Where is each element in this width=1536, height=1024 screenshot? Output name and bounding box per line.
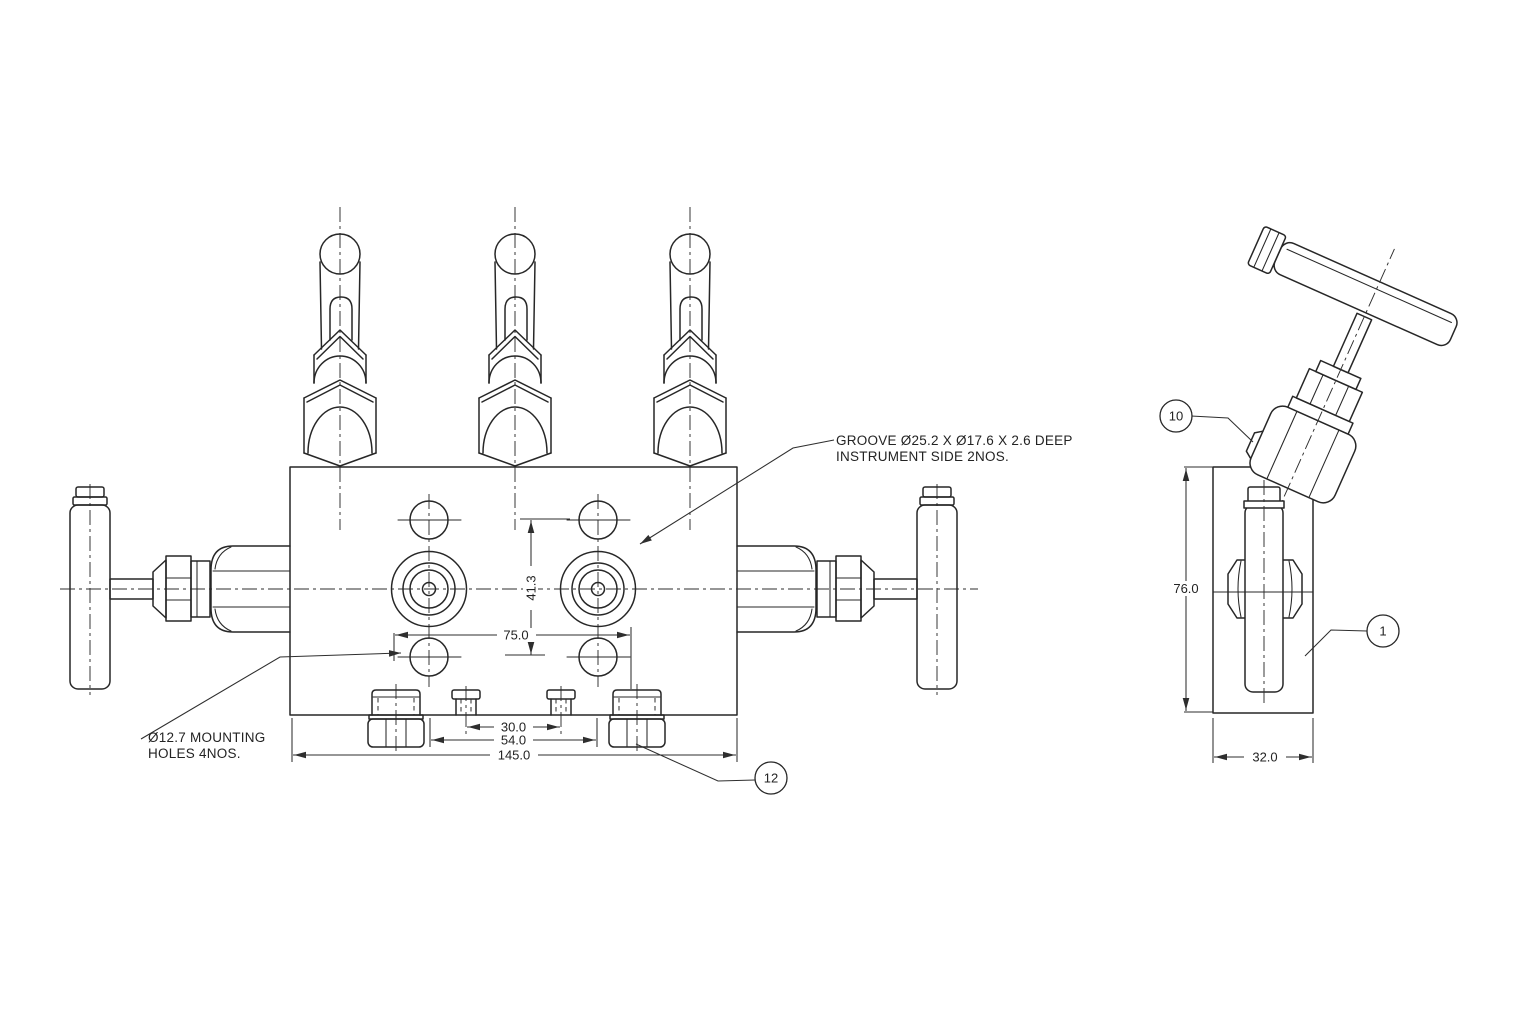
dim-text-75-0: 75.0: [503, 628, 528, 643]
groove-annotation: GROOVE Ø25.2 X Ø17.6 X 2.6 DEEP INSTRUME…: [639, 433, 1073, 545]
manifold-body: [289, 466, 738, 716]
dimension-54-0: 54.0: [429, 718, 598, 748]
dim-text-76-0: 76.0: [1173, 581, 1198, 596]
balloon-12: 12: [635, 743, 788, 795]
side-valve-left: [69, 483, 291, 696]
dim-text-32-0: 32.0: [1252, 750, 1277, 765]
balloon-1: 1: [1304, 614, 1400, 657]
dimension-30-0: 30.0: [467, 720, 560, 735]
side-view: 76.0 32.0 10 1: [1159, 226, 1458, 765]
dim-text-145-0: 145.0: [498, 748, 531, 763]
groove-note-line1: GROOVE Ø25.2 X Ø17.6 X 2.6 DEEP: [836, 433, 1073, 448]
balloon-10: 10: [1159, 399, 1254, 443]
dimension-145-0: 145.0: [291, 718, 738, 763]
angled-valve: [1245, 226, 1458, 521]
front-view: 41.3 75.0 30.0: [60, 206, 1073, 795]
mounting-note-line1: Ø12.7 MOUNTING: [148, 730, 266, 745]
groove-note-line2: INSTRUMENT SIDE 2NOS.: [836, 449, 1009, 464]
dimension-32-0: 32.0: [1212, 718, 1314, 765]
dim-text-30-0: 30.0: [501, 720, 526, 735]
balloon-10-label: 10: [1169, 409, 1183, 424]
balloon-12-label: 12: [764, 771, 778, 786]
dim-text-41-3: 41.3: [524, 575, 539, 600]
mounting-note-line2: HOLES 4NOS.: [148, 746, 241, 761]
dimension-75-0: 75.0: [393, 627, 632, 689]
balloon-1-label: 1: [1379, 624, 1386, 639]
dim-text-54-0: 54.0: [501, 733, 526, 748]
mounting-holes-annotation: Ø12.7 MOUNTING HOLES 4NOS.: [140, 650, 402, 761]
side-valve-right: [736, 483, 958, 696]
dimension-76-0: 76.0: [1165, 466, 1213, 713]
